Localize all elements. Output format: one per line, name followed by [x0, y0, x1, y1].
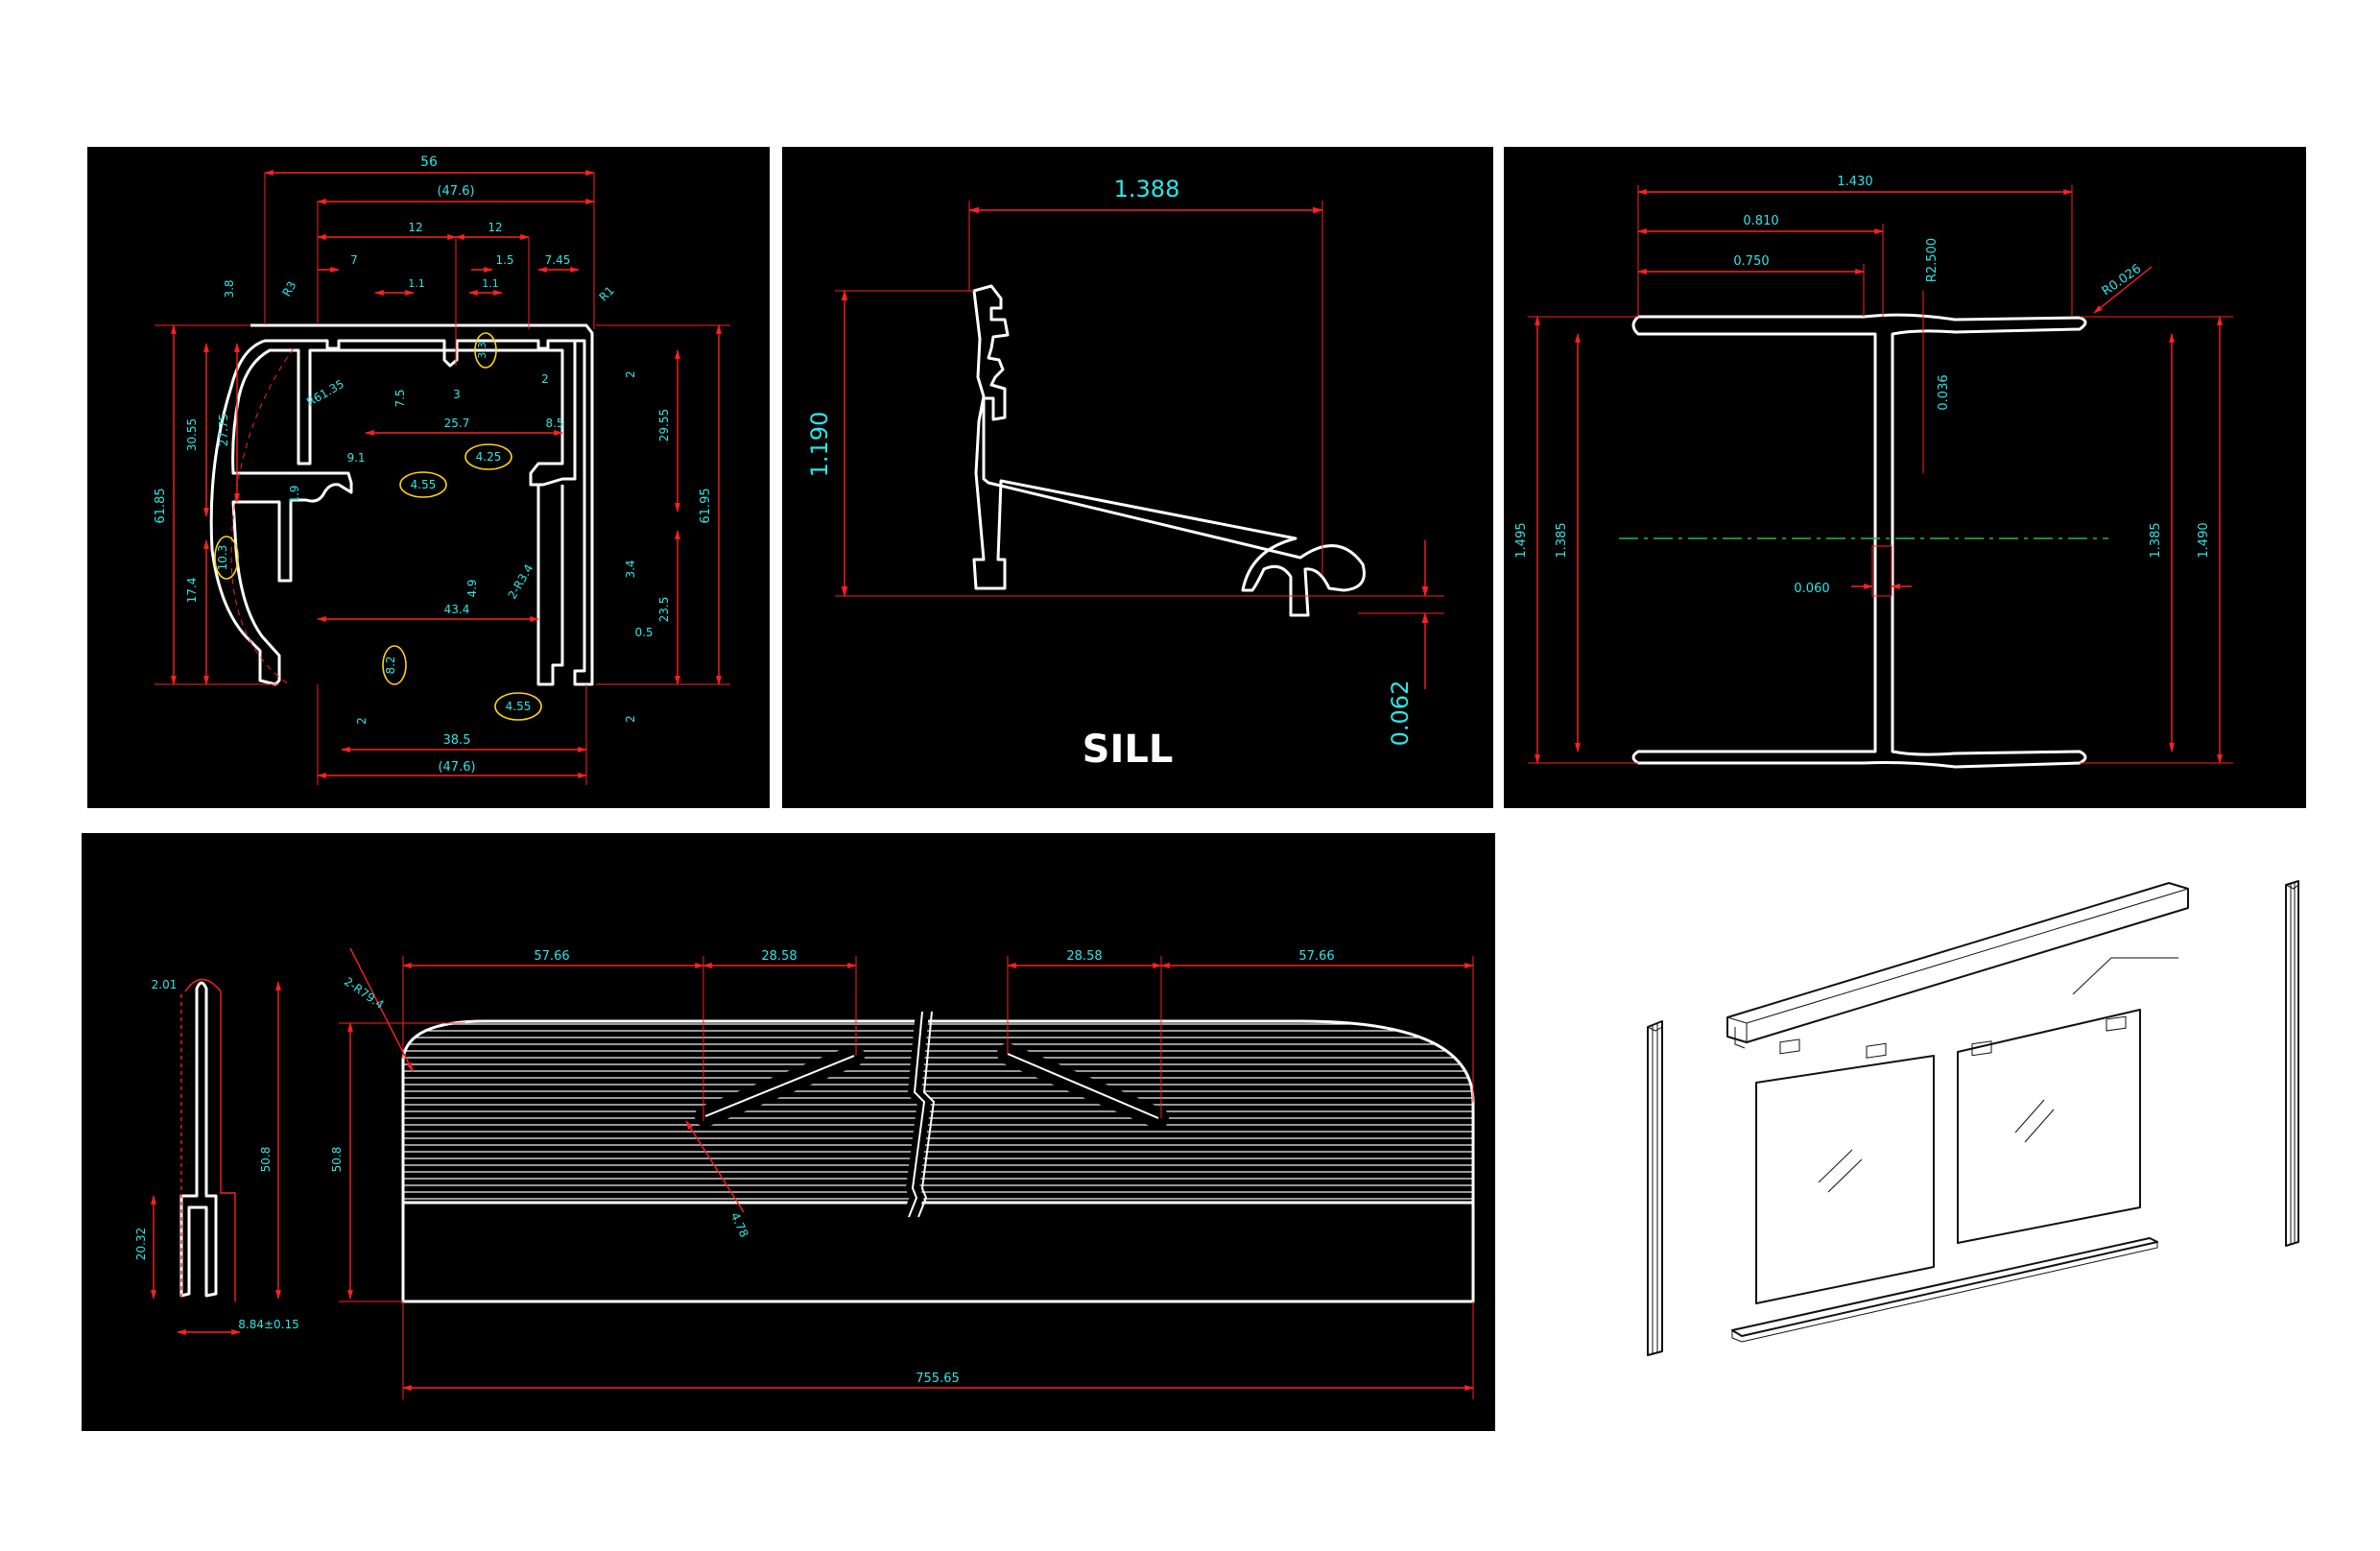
dim-r2-500: R2.500 — [1925, 238, 1940, 282]
dim-sill-thickness: 0.062 — [1387, 680, 1414, 747]
dim-10-3: 10.3 — [216, 545, 229, 571]
rail-elevation-hatched — [401, 1019, 1475, 1205]
circle-marker — [494, 692, 542, 721]
dim-r3: R3 — [279, 279, 298, 299]
dim-8-2: 8.2 — [384, 656, 397, 674]
dim-28-58-right: 28.58 — [1066, 949, 1102, 964]
dim-57-66-right: 57.66 — [1298, 949, 1334, 964]
dim-28-58-left: 28.58 — [761, 949, 797, 964]
h-profile-drawing-panel: 1.430 0.810 0.750 R2.500 R0.026 0.036 0.… — [1504, 147, 2306, 808]
dim-rail-20-32: 20.32 — [134, 1228, 148, 1260]
dim-9-1: 9.1 — [346, 451, 365, 465]
circle-marker — [474, 332, 497, 369]
dim-sill-width: 1.388 — [1114, 176, 1180, 203]
profile-outline — [209, 323, 594, 686]
dim-4-55-a: 4.55 — [411, 478, 437, 491]
dim-1-1-left: 1.1 — [408, 277, 425, 290]
callout-leader — [2072, 957, 2178, 995]
profile-right-leg — [536, 485, 564, 686]
circle-marker — [399, 471, 447, 498]
dim-rail-base: 8.84±0.15 — [238, 1318, 299, 1331]
dim-r1: R1 — [597, 284, 617, 304]
dim-17-4: 17.4 — [185, 578, 199, 604]
rail-drawing: 2.01 50.8 20.32 8.84±0.15 57.66 28.58 28… — [134, 947, 1475, 1399]
dim-29-55: 29.55 — [657, 409, 671, 441]
left-post — [1647, 1020, 1663, 1356]
dim-4-25: 4.25 — [476, 450, 502, 464]
dim-rail-section-height: 50.8 — [259, 1147, 273, 1173]
h-profile-drawing: 1.430 0.810 0.750 R2.500 R0.026 0.036 0.… — [1514, 175, 2233, 769]
dim-0-036: 0.036 — [1937, 374, 1951, 410]
rail-cross-section — [179, 981, 218, 1298]
dim-overall-width: 56 — [420, 155, 438, 170]
dim-27-75: 27.75 — [217, 414, 230, 446]
dim-30-55: 30.55 — [185, 418, 199, 451]
glass-panel-right — [1957, 1009, 2141, 1244]
dim-inner-width-bottom: (47.6) — [438, 760, 475, 775]
dim-rail-2-01: 2.01 — [152, 978, 178, 991]
sill-drawing-panel: 1.388 1.190 0.062 SILL — [782, 147, 1493, 808]
dim-sill-height: 1.190 — [806, 412, 833, 478]
dim-38-5: 38.5 — [443, 733, 471, 748]
dim-8-5: 8.5 — [545, 417, 563, 430]
circle-marker — [382, 645, 407, 685]
dim-43-4: 43.4 — [444, 603, 470, 616]
circle-marker — [464, 443, 512, 470]
dim-1-385-left: 1.385 — [1555, 522, 1569, 558]
sill-label: SILL — [1083, 728, 1174, 772]
rail-elevation-lower — [401, 1201, 1475, 1303]
profile-drawing-panel: 56 (47.6) 12 12 7 1.5 7.45 1.1 1.1 3.8 R… — [87, 147, 770, 808]
dim-7-5: 7.5 — [393, 389, 407, 407]
sill-drawing: 1.388 1.190 0.062 SILL — [806, 176, 1444, 772]
rail-drawing-panel: 2.01 50.8 20.32 8.84±0.15 57.66 28.58 28… — [82, 833, 1495, 1431]
dim-rail-height: 50.8 — [330, 1147, 344, 1173]
dim-57-66-left: 57.66 — [534, 949, 569, 964]
dim-rail-length: 755.65 — [916, 1372, 960, 1386]
profile-drawing: 56 (47.6) 12 12 7 1.5 7.45 1.1 1.1 3.8 R… — [154, 155, 730, 785]
assembly-illustration — [1574, 845, 2322, 1420]
dim-25-7: 25.7 — [444, 417, 470, 430]
dim-1-385-right: 1.385 — [2149, 522, 2163, 558]
dim-0-810: 0.810 — [1743, 214, 1778, 228]
dim-h-width: 1.430 — [1837, 175, 1872, 189]
dim-inner-width-top: (47.6) — [437, 184, 474, 199]
dim-3-3: 3.3 — [476, 342, 488, 359]
dim-r0-026: R0.026 — [2100, 262, 2144, 299]
dim-0-060: 0.060 — [1794, 582, 1829, 596]
dim-1-5: 1.5 — [495, 253, 513, 267]
circle-marker — [214, 536, 239, 580]
dim-4-55-b: 4.55 — [506, 700, 532, 713]
dim-height-left: 61.85 — [154, 488, 168, 523]
dim-0-5: 0.5 — [634, 626, 653, 639]
dim-0-750: 0.750 — [1733, 254, 1769, 269]
dim-1-1-right: 1.1 — [482, 277, 499, 290]
exploded-assembly — [1647, 880, 2299, 1356]
dim-1-9: 1.9 — [288, 485, 301, 503]
dim-2-c: 2 — [541, 372, 549, 386]
dim-2-d: 2 — [355, 717, 369, 725]
sill-profile — [972, 284, 1366, 617]
dim-2-b: 2 — [624, 715, 637, 723]
dim-2-a: 2 — [624, 370, 637, 378]
dim-3: 3 — [453, 388, 461, 401]
glass-panel-left — [1755, 1055, 1935, 1304]
top-rail — [1726, 882, 2189, 1043]
dim-2-r3-4: 2-R3.4 — [506, 561, 536, 601]
dim-4-9: 4.9 — [465, 579, 479, 597]
dim-1-490: 1.490 — [2197, 522, 2211, 558]
dim-12-right: 12 — [488, 221, 502, 234]
dim-23-5: 23.5 — [657, 597, 671, 623]
h-profile-outline — [1631, 313, 2087, 769]
dim-3-4: 3.4 — [624, 560, 637, 578]
bottom-rail — [1731, 1237, 2158, 1337]
right-post — [2285, 880, 2299, 1247]
dim-1-495: 1.495 — [1514, 522, 1529, 558]
dim-height-right: 61.95 — [699, 488, 713, 523]
dim-7-45: 7.45 — [545, 253, 571, 267]
dim-rail-radius: 2-R79.4 — [342, 975, 387, 1012]
dim-12-left: 12 — [408, 221, 422, 234]
dim-3-8: 3.8 — [223, 279, 236, 298]
dim-7: 7 — [350, 253, 358, 267]
